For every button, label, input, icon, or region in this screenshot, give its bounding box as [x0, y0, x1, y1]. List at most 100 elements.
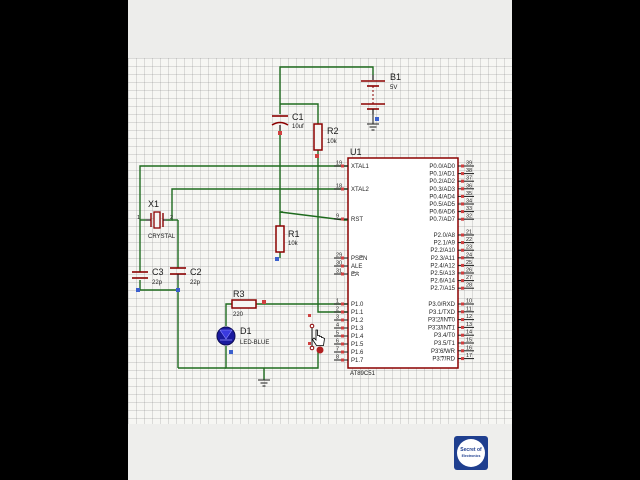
svg-text:P2.4/A12: P2.4/A12	[430, 263, 455, 269]
mcu-pin-p1-5[interactable]: 6P1.5	[334, 339, 364, 349]
mcu-pin-p1-3[interactable]: 4P1.3	[334, 323, 364, 333]
mcu-pin-p1-6[interactable]: 7P1.6	[334, 347, 364, 357]
svg-text:28: 28	[466, 283, 472, 289]
mcu-pin-p3-0-rxd[interactable]: P3.0/RXD 10	[428, 299, 474, 309]
svg-text:3: 3	[336, 315, 339, 321]
svg-text:ALE: ALE	[351, 264, 362, 270]
svg-text:23: 23	[466, 245, 472, 251]
resistor-r2[interactable]: R2 10k	[313, 123, 339, 158]
svg-text:P0.4/AD4: P0.4/AD4	[429, 194, 455, 200]
svg-text:1: 1	[137, 215, 140, 221]
svg-text:P2.0/A8: P2.0/A8	[434, 233, 456, 239]
d1-value: LED-BLUE	[240, 340, 269, 346]
wire-caps-gnd	[139, 280, 179, 291]
svg-text:29: 29	[336, 253, 342, 259]
resistor-r3[interactable]: R3 220	[231, 289, 266, 318]
mcu-right-pins: P0.0/AD039P0.1/AD138P0.2/AD237P0.3/AD336…	[428, 161, 474, 363]
mcu-pin-p1-4[interactable]: 5P1.4	[334, 331, 364, 341]
c2-value: 22p	[190, 280, 201, 286]
mcu-pin-p1-1[interactable]: 2P1.1	[334, 307, 364, 317]
svg-text:37: 37	[466, 176, 472, 182]
capacitor-c1[interactable]: C1 10uf	[271, 112, 304, 135]
push-button[interactable]	[308, 314, 325, 354]
d1-ref: D1	[240, 326, 252, 336]
mcu-pin-p1-2[interactable]: 3P1.2	[334, 315, 364, 325]
wire-xtal2	[166, 188, 348, 221]
led-d1[interactable]: D1 LED-BLUE	[216, 326, 269, 354]
svg-text:2: 2	[170, 215, 173, 221]
svg-text:P2.7/A15: P2.7/A15	[430, 286, 455, 292]
svg-text:P3.0/RXD: P3.0/RXD	[428, 302, 455, 308]
blurred-toolbar-area	[128, 0, 512, 58]
battery-value: 5V	[390, 85, 397, 91]
wire-xtal1	[139, 165, 348, 272]
svg-text:27: 27	[466, 275, 472, 281]
svg-text:P1.1: P1.1	[351, 310, 364, 316]
r3-ref: R3	[233, 289, 245, 299]
watermark-logo: Secret of Electronics	[454, 436, 488, 470]
mcu-pin-p2-7-a15[interactable]: P2.7/A15 28	[430, 283, 474, 293]
r3-value: 220	[233, 312, 244, 318]
svg-text:9: 9	[336, 214, 339, 220]
svg-text:26: 26	[466, 268, 472, 274]
svg-text:4: 4	[336, 323, 339, 329]
crystal-x1[interactable]: X1 CRYSTAL 1 2	[137, 199, 176, 240]
svg-text:P1.3: P1.3	[351, 326, 364, 332]
capacitor-c2[interactable]: C2 22p	[170, 267, 202, 292]
wire-vcc-r2	[280, 103, 319, 124]
wire-r3-led	[225, 303, 232, 326]
r1-value: 10k	[288, 241, 299, 247]
battery-b1[interactable]: B1 5V	[361, 72, 401, 121]
svg-text:15: 15	[466, 338, 472, 344]
c1-ref: C1	[292, 112, 304, 122]
mcu-pin-p1-0[interactable]: 1P1.0	[334, 299, 364, 309]
svg-text:P1.2: P1.2	[351, 318, 364, 324]
svg-text:P0.6/AD6: P0.6/AD6	[429, 210, 455, 216]
svg-text:P1.5: P1.5	[351, 342, 364, 348]
svg-text:P3.6/WR: P3.6/WR	[431, 349, 456, 355]
x1-value: CRYSTAL	[148, 234, 176, 240]
capacitor-c3[interactable]: C3 22p	[132, 267, 164, 292]
schematic-canvas[interactable]: B1 5V C1 10uf R2 10k R1 10k	[128, 0, 512, 480]
r2-value: 10k	[327, 139, 338, 145]
mcu-u1[interactable]: U1 AT89C51 19XTAL118XTAL29RST29PSEN30ALE…	[334, 147, 474, 377]
r2-ref: R2	[327, 126, 339, 136]
resistor-r1[interactable]: R1 10k	[275, 225, 300, 261]
svg-text:RST: RST	[351, 217, 363, 223]
svg-text:38: 38	[466, 168, 472, 174]
svg-text:34: 34	[466, 199, 472, 205]
mcu-pin-p1-7[interactable]: 8P1.7	[334, 355, 364, 365]
svg-text:10: 10	[466, 299, 472, 305]
svg-text:11: 11	[466, 306, 472, 312]
svg-text:P3.7/RD: P3.7/RD	[432, 357, 455, 363]
